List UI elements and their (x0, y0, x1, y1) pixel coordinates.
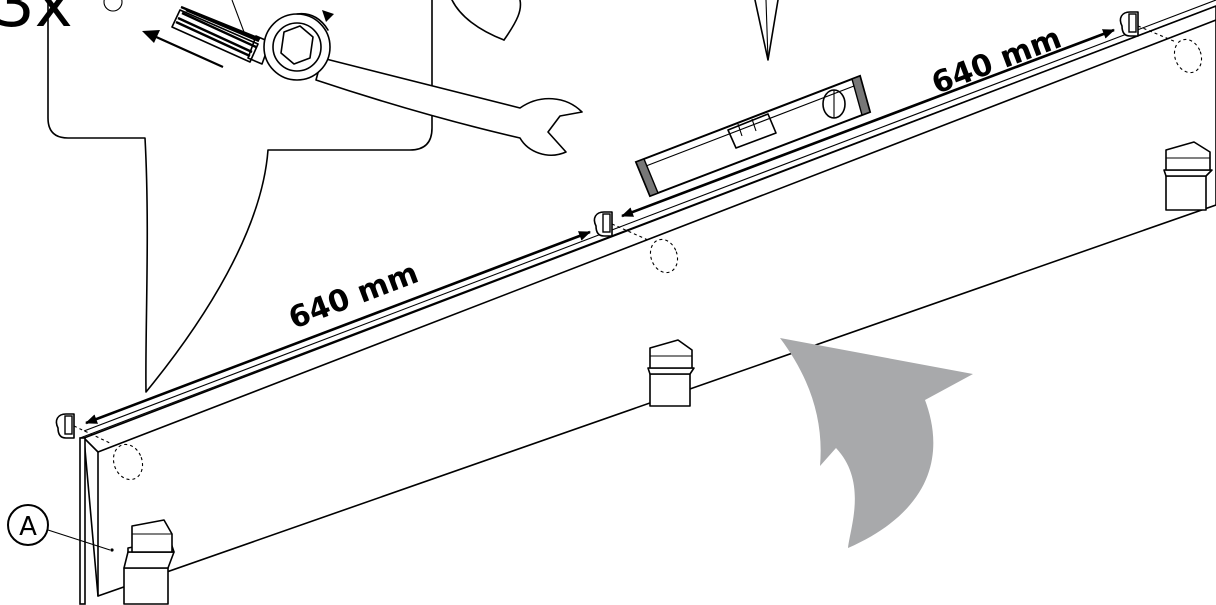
bolt-icon (103, 0, 271, 65)
wall-hook-left (55, 413, 144, 481)
part-label-a-text: A (19, 512, 37, 542)
rotation-arrow (780, 338, 973, 548)
hand-outline-2 (503, 0, 522, 41)
hand-outline (451, 0, 505, 41)
wrench-icon (263, 10, 583, 156)
quantity-label: 3x (0, 0, 73, 42)
spirit-level-icon (634, 74, 872, 198)
plumb-bob-icon (754, 0, 779, 61)
part-label-a (7, 504, 114, 552)
dimension-left (85, 230, 591, 425)
spacer-block-left (123, 519, 175, 605)
wall-hook-center (593, 211, 679, 274)
dimension-right (621, 28, 1115, 218)
removal-arrow (142, 30, 224, 69)
panel-part-a (79, 0, 1216, 605)
spacer-block-right (1163, 141, 1213, 211)
wall-hook-right (1119, 11, 1203, 74)
spacer-block-center (647, 339, 695, 407)
